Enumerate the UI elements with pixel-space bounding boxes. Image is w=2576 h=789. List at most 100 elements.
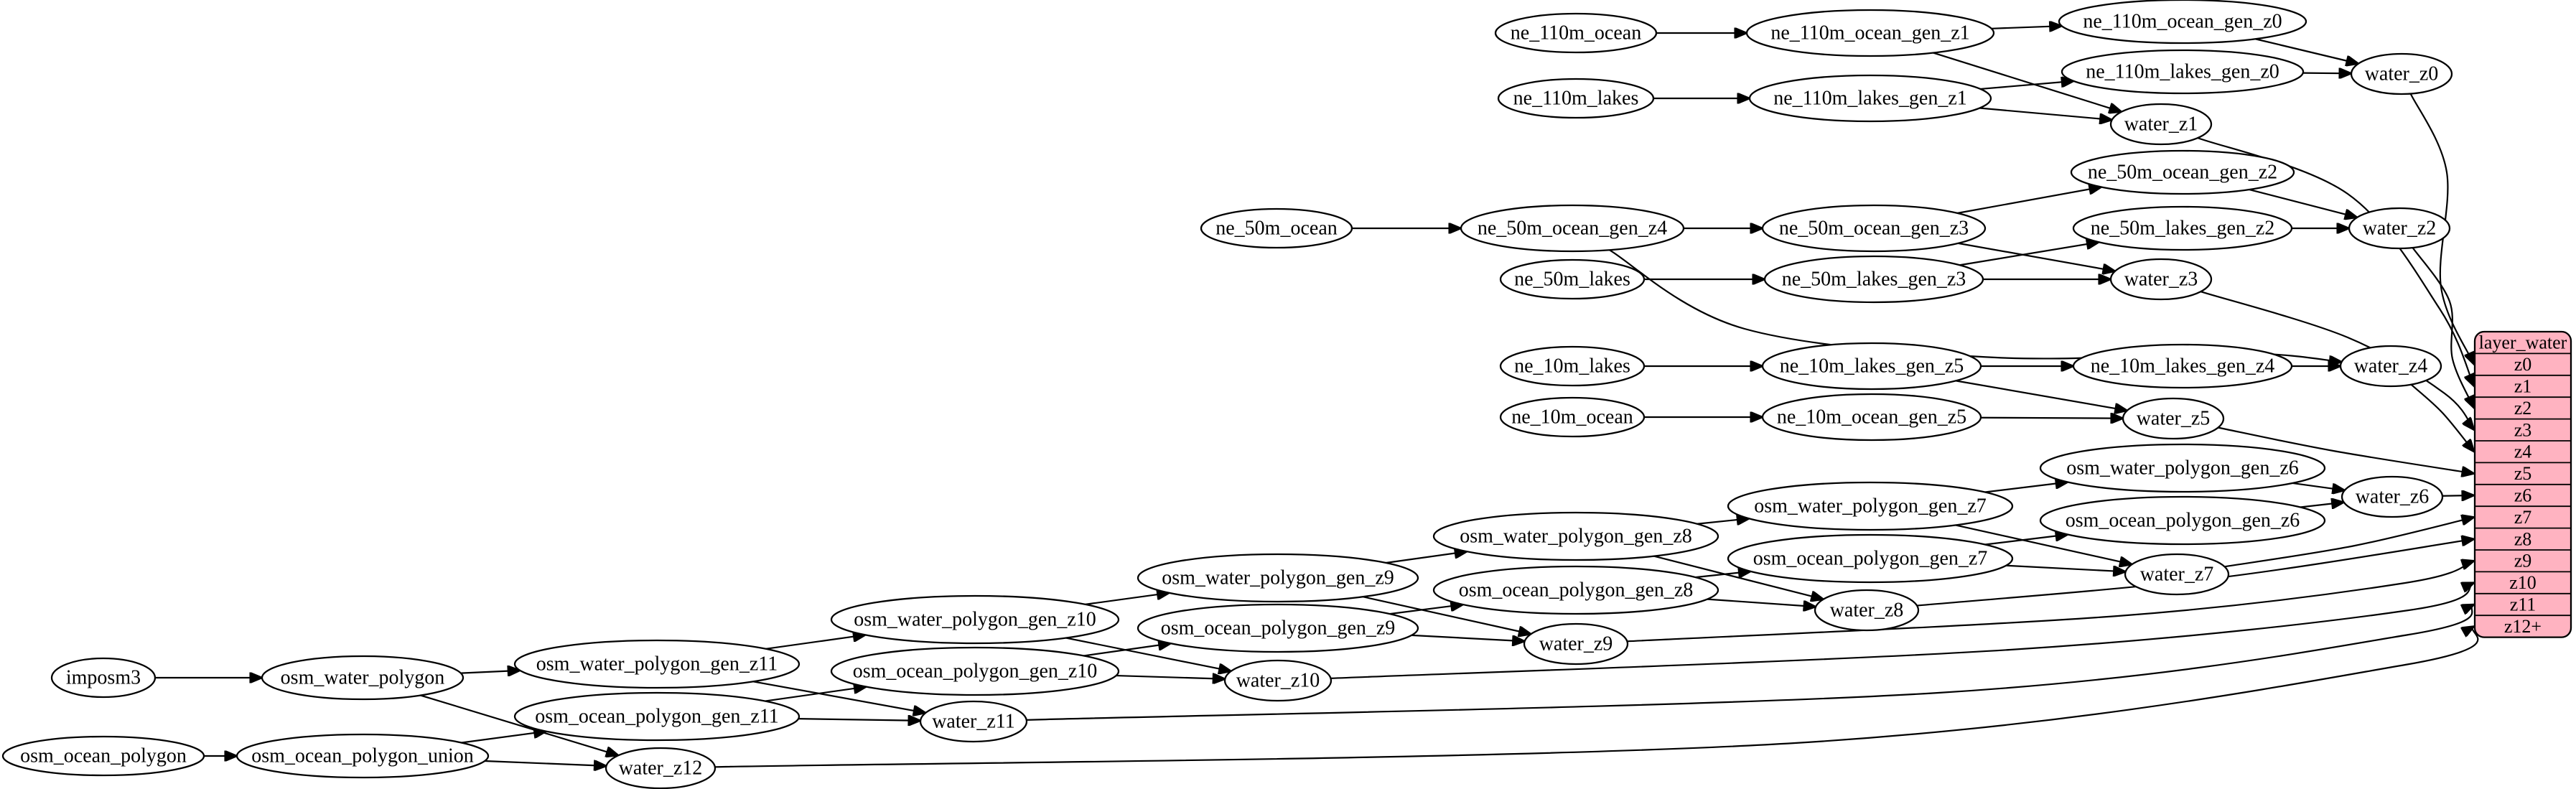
node-shape-water_z7 [2124, 553, 2230, 596]
node-shape-water_z8 [1814, 589, 1920, 632]
node-shape-ne_50m_ocean_gen_z3 [1761, 204, 1987, 253]
node-label-osm_water_polygon_gen_z11: osm_water_polygon_gen_z11 [536, 653, 778, 676]
node-water_z11: water_z11 [919, 700, 1028, 743]
edge-osm_water_polygon_gen_z7-to-osm_water_polygon_gen_z6 [1984, 482, 2068, 493]
node-water_z1: water_z1 [2109, 103, 2213, 146]
node-shape-osm_ocean_polygon_union [235, 733, 490, 779]
edge-ne_10m_ocean_gen_z5-to-water_z5 [1980, 418, 2123, 419]
edge-water_z9-to-layer_water-z9 [1627, 561, 2474, 643]
node-water_z7: water_z7 [2124, 553, 2230, 596]
edge-osm_water_polygon_gen_z10-to-osm_water_polygon_gen_z9 [1085, 593, 1170, 605]
node-shape-ne_50m_lakes_gen_z3 [1763, 255, 1984, 304]
node-label-imposm3: imposm3 [66, 667, 141, 689]
node-shape-water_z9 [1523, 622, 1629, 666]
edge-osm_ocean_polygon_gen_z10-to-osm_ocean_polygon_gen_z9 [1083, 643, 1171, 657]
node-label-water_z9: water_z9 [1539, 633, 1613, 655]
node-shape-ne_10m_lakes_gen_z4 [2072, 343, 2293, 389]
node-label-water_z0: water_z0 [2365, 63, 2439, 85]
node-water_z0: water_z0 [2350, 52, 2453, 95]
edge-water_z11-to-layer_water-z11 [1026, 604, 2474, 721]
edge-osm_water_polygon-to-water_z12 [420, 694, 619, 756]
record-row-z0: z0 [2514, 354, 2532, 375]
node-shape-osm_water_polygon_gen_z6 [2039, 443, 2326, 493]
node-imposm3: imposm3 [50, 657, 157, 699]
edge-water_z12-to-layer_water-z12plus [714, 626, 2479, 768]
node-osm_ocean_polygon_gen_z9: osm_ocean_polygon_gen_z9 [1137, 603, 1419, 653]
edge-water_z2-to-layer_water-z2 [2412, 247, 2474, 408]
edge-osm_ocean_polygon_union-to-water_z12 [485, 761, 606, 766]
node-label-ne_110m_ocean: ne_110m_ocean [1511, 22, 1641, 45]
node-shape-osm_ocean_polygon_gen_z6 [2039, 495, 2326, 546]
node-shape-water_z3 [2109, 258, 2213, 301]
node-label-ne_110m_lakes_gen_z0: ne_110m_lakes_gen_z0 [2086, 61, 2279, 83]
node-label-water_z5: water_z5 [2137, 408, 2211, 430]
node-osm_ocean_polygon: osm_ocean_polygon [1, 735, 205, 777]
node-label-osm_water_polygon_gen_z7: osm_water_polygon_gen_z7 [1754, 495, 1987, 518]
edge-ne_110m_lakes_gen_z0-to-water_z0 [2302, 73, 2351, 74]
node-ne_50m_lakes_gen_z2: ne_50m_lakes_gen_z2 [2072, 205, 2293, 251]
node-ne_10m_lakes_gen_z5: ne_10m_lakes_gen_z5 [1761, 342, 1982, 391]
node-shape-osm_water_polygon [261, 655, 465, 701]
node-ne_10m_ocean_gen_z5: ne_10m_ocean_gen_z5 [1761, 393, 1982, 442]
node-shape-ne_110m_lakes_gen_z0 [2061, 49, 2305, 95]
node-shape-ne_110m_ocean_gen_z1 [1745, 9, 1995, 57]
edge-ne_110m_ocean_gen_z0-to-water_z0 [2255, 38, 2358, 63]
node-label-ne_10m_ocean_gen_z5: ne_10m_ocean_gen_z5 [1777, 406, 1966, 429]
record-row-z4: z4 [2514, 442, 2532, 462]
edge-osm_water_polygon_gen_z10-to-water_z10 [1065, 637, 1231, 671]
edge-osm_ocean_polygon_union-to-osm_ocean_polygon_gen_z11 [461, 732, 546, 744]
node-label-osm_ocean_polygon_gen_z8: osm_ocean_polygon_gen_z8 [1459, 579, 1694, 602]
node-shape-osm_water_polygon_gen_z8 [1432, 511, 1719, 561]
node-shape-ne_50m_ocean_gen_z4 [1460, 204, 1685, 253]
node-osm_ocean_polygon_gen_z7: osm_ocean_polygon_gen_z7 [1727, 533, 2014, 584]
edge-ne_110m_lakes_gen_z1-to-ne_110m_lakes_gen_z0 [1980, 81, 2073, 90]
node-label-water_z10: water_z10 [1236, 670, 1320, 692]
node-osm_water_polygon_gen_z7: osm_water_polygon_gen_z7 [1727, 481, 2014, 531]
node-osm_ocean_polygon_gen_z11: osm_ocean_polygon_gen_z11 [513, 691, 801, 742]
node-ne_110m_lakes_gen_z0: ne_110m_lakes_gen_z0 [2061, 49, 2305, 95]
node-ne_50m_ocean_gen_z4: ne_50m_ocean_gen_z4 [1460, 204, 1685, 253]
node-osm_ocean_polygon_gen_z6: osm_ocean_polygon_gen_z6 [2039, 495, 2326, 546]
node-ne_10m_ocean: ne_10m_ocean [1499, 396, 1646, 438]
record-title: layer_water [2479, 332, 2567, 353]
edge-osm_water_polygon_gen_z6-to-water_z6 [2292, 482, 2345, 490]
node-water_z5: water_z5 [2122, 397, 2225, 440]
node-ne_50m_ocean_gen_z3: ne_50m_ocean_gen_z3 [1761, 204, 1987, 253]
node-ne_110m_lakes: ne_110m_lakes [1497, 78, 1655, 119]
node-label-ne_50m_ocean_gen_z2: ne_50m_ocean_gen_z2 [2088, 162, 2277, 184]
record-row-z7: z7 [2514, 507, 2532, 528]
edge-water_z10-to-layer_water-z10 [1330, 583, 2474, 679]
node-ne_110m_ocean: ne_110m_ocean [1494, 12, 1658, 54]
edge-water_z6-to-layer_water-z6 [2442, 495, 2474, 496]
node-label-osm_ocean_polygon_gen_z7: osm_ocean_polygon_gen_z7 [1753, 548, 1988, 570]
edge-ne_110m_ocean_gen_z1-to-ne_110m_ocean_gen_z0 [1991, 26, 2062, 29]
node-ne_50m_ocean: ne_50m_ocean [1200, 207, 1353, 249]
edge-osm_ocean_polygon_gen_z10-to-water_z10 [1116, 676, 1226, 679]
node-shape-osm_ocean_polygon_gen_z7 [1727, 533, 2014, 584]
node-shape-imposm3 [50, 657, 157, 699]
edge-ne_110m_ocean_gen_z1-to-water_z1 [1933, 52, 2122, 112]
node-osm_water_polygon_gen_z11: osm_water_polygon_gen_z11 [513, 639, 801, 689]
node-ne_110m_ocean_gen_z1: ne_110m_ocean_gen_z1 [1745, 9, 1995, 57]
node-label-ne_110m_ocean_gen_z1: ne_110m_ocean_gen_z1 [1770, 22, 1969, 45]
edge-ne_50m_lakes_gen_z3-to-ne_50m_lakes_gen_z2 [1959, 242, 2099, 266]
node-label-osm_ocean_polygon: osm_ocean_polygon [20, 745, 187, 767]
node-ne_110m_lakes_gen_z1: ne_110m_lakes_gen_z1 [1748, 74, 1992, 123]
node-label-osm_ocean_polygon_gen_z6: osm_ocean_polygon_gen_z6 [2066, 510, 2300, 532]
nodes-layer: ne_110m_ocean ne_110m_ocean_gen_z1 ne_110m… [1, 0, 2453, 789]
node-shape-water_z11 [919, 700, 1028, 743]
node-shape-water_z10 [1223, 659, 1333, 702]
edge-osm_ocean_polygon_gen_z9-to-water_z9 [1411, 634, 1525, 641]
node-ne_50m_lakes: ne_50m_lakes [1499, 258, 1646, 300]
node-osm_water_polygon: osm_water_polygon [261, 655, 465, 701]
record-row-z1: z1 [2514, 376, 2532, 397]
node-label-ne_110m_lakes_gen_z1: ne_110m_lakes_gen_z1 [1773, 88, 1967, 110]
node-osm_water_polygon_gen_z8: osm_water_polygon_gen_z8 [1432, 511, 1719, 561]
edge-osm_water_polygon_gen_z9-to-osm_water_polygon_gen_z8 [1386, 551, 1467, 564]
node-label-osm_water_polygon_gen_z10: osm_water_polygon_gen_z10 [854, 609, 1096, 631]
edge-ne_110m_lakes_gen_z1-to-water_z1 [1979, 107, 2111, 120]
node-label-water_z12: water_z12 [619, 757, 703, 780]
node-ne_10m_lakes: ne_10m_lakes [1499, 345, 1646, 387]
